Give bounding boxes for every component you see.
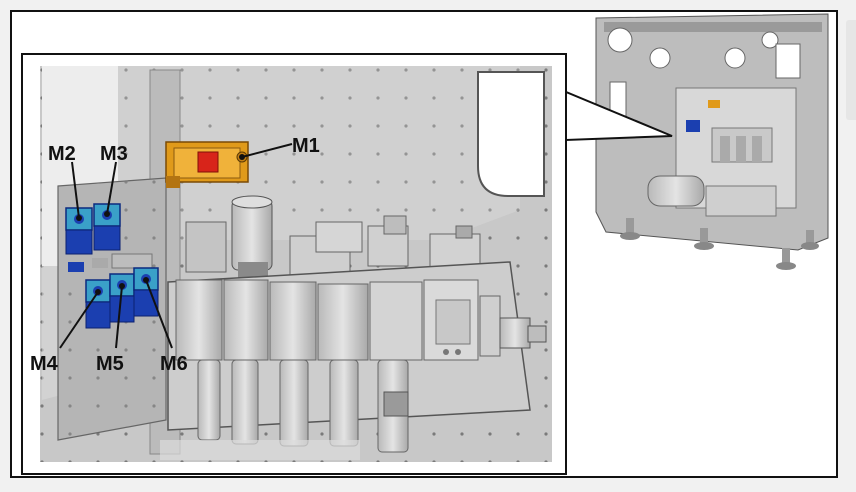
- label-m6: M6: [160, 353, 188, 375]
- valve-m6: [133, 267, 159, 317]
- label-m4: M4: [30, 353, 59, 375]
- label-m3: M3: [100, 143, 128, 165]
- valve-m5: [109, 273, 135, 323]
- edge-tab: [846, 20, 856, 120]
- label-m1: M1: [292, 135, 320, 157]
- switch-m1: [165, 141, 249, 188]
- label-m5: M5: [96, 353, 124, 375]
- leader-lines: [59, 143, 293, 349]
- leader-dots: [76, 154, 245, 295]
- overview-cabinet: [590, 13, 829, 270]
- label-m2: M2: [48, 143, 76, 165]
- detail-view: [40, 66, 552, 462]
